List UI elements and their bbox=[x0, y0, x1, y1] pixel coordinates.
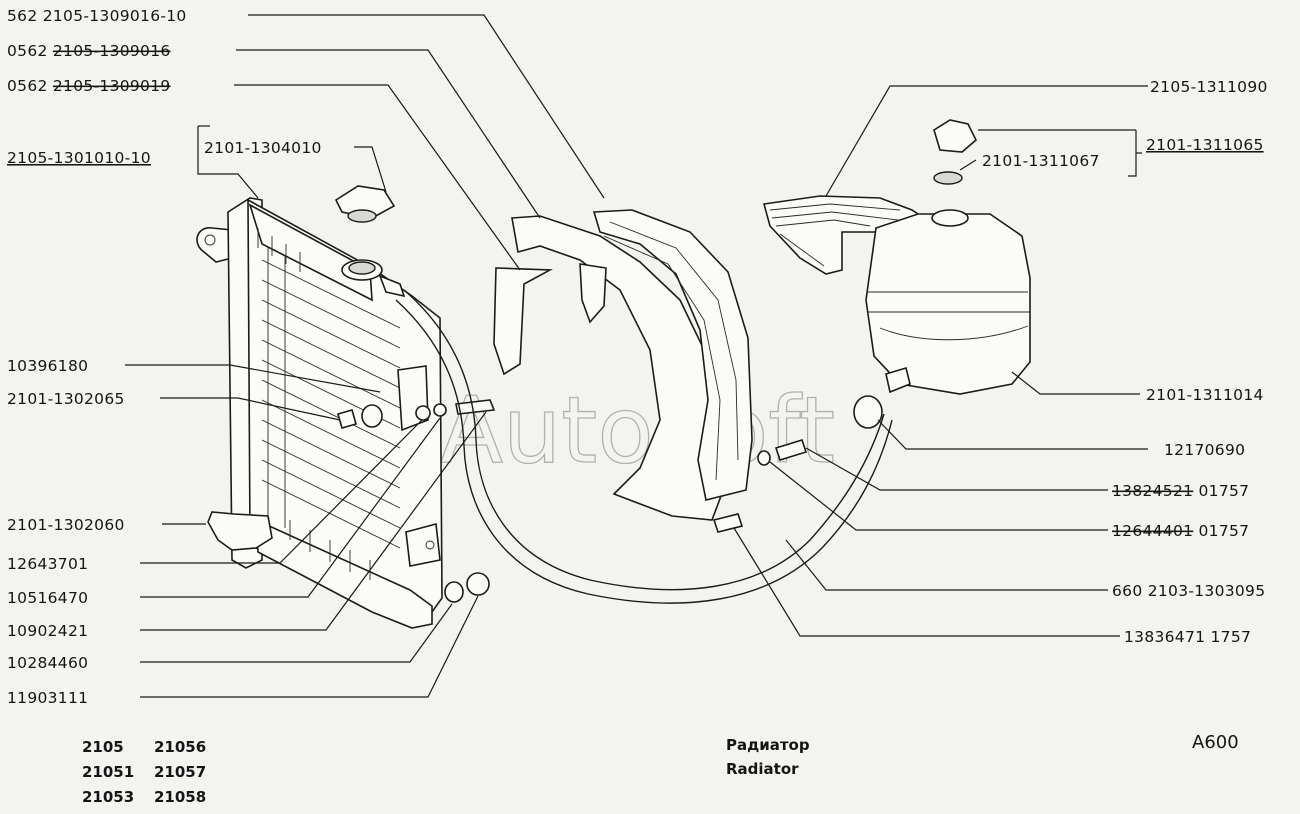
callout-0562-2105-1309016: 0562 2105-1309016 bbox=[7, 42, 171, 60]
callout-12644401-01757: 12644401 01757 bbox=[1112, 522, 1249, 540]
page-code: A600 bbox=[1192, 732, 1239, 753]
leader-lines bbox=[125, 14, 1148, 698]
callout-labels: 562 2105-1309016-10 0562 2105-1309016 05… bbox=[7, 7, 1268, 707]
model-code: 21056 bbox=[154, 738, 207, 756]
callout-11903111: 11903111 bbox=[7, 689, 88, 707]
callout-13824521-01757: 13824521 01757 bbox=[1112, 482, 1249, 500]
callout-filler-cap: 2101-1304010 bbox=[204, 139, 322, 157]
callout-code: 2105-1309016 bbox=[53, 42, 171, 60]
callout-tank-strap: 2105-1311090 bbox=[1150, 78, 1268, 96]
radiator-drawing bbox=[196, 197, 496, 629]
callout-10396180: 10396180 bbox=[7, 357, 88, 375]
callout-13836471-1757: 13836471 1757 bbox=[1124, 628, 1251, 646]
callout-code: 12644401 bbox=[1112, 522, 1193, 540]
callout-suffix: 01757 bbox=[1193, 522, 1249, 540]
callout-suffix: 01757 bbox=[1193, 482, 1249, 500]
callout-10516470: 10516470 bbox=[7, 589, 88, 607]
callout-2101-1302060: 2101-1302060 bbox=[7, 516, 125, 534]
callout-10902421: 10902421 bbox=[7, 622, 88, 640]
callout-code: 13824521 bbox=[1112, 482, 1193, 500]
callout-hose: 660 2103-1303095 bbox=[1112, 582, 1265, 600]
expansion-tank-drawing bbox=[865, 209, 1031, 395]
model-code: 21053 bbox=[82, 788, 135, 806]
callout-12643701: 12643701 bbox=[7, 555, 88, 573]
watermark: AutoSoft bbox=[440, 377, 835, 484]
model-code: 21058 bbox=[154, 788, 207, 806]
callout-code: 2105-1309019 bbox=[53, 77, 171, 95]
callout-radiator-assembly: 2105-1301010-10 bbox=[7, 149, 151, 167]
callout-0562-2105-1309019: 0562 2105-1309019 bbox=[7, 77, 171, 95]
callout-prefix: 0562 bbox=[7, 77, 53, 95]
model-code: 2105 bbox=[82, 738, 124, 756]
filler-cap-drawing bbox=[334, 185, 396, 223]
callout-tank-cap-gasket: 2101-1311067 bbox=[982, 152, 1100, 170]
radiator-core-fins bbox=[261, 240, 401, 549]
tank-strap-drawing bbox=[762, 195, 932, 275]
fan-shroud-drawing bbox=[493, 209, 753, 521]
callout-tank-cap-group: 2101-1311065 bbox=[1146, 136, 1264, 154]
callout-562-2105-1309016-10: 562 2105-1309016-10 bbox=[7, 7, 187, 25]
callout-expansion-tank: 2101-1311014 bbox=[1146, 386, 1264, 404]
callout-prefix: 0562 bbox=[7, 42, 53, 60]
fittings-drawing bbox=[712, 395, 883, 533]
title-russian: Радиатор bbox=[726, 736, 810, 754]
model-code: 21057 bbox=[154, 763, 207, 781]
callout-10284460: 10284460 bbox=[7, 654, 88, 672]
title-english: Radiator bbox=[726, 760, 799, 778]
model-code: 21051 bbox=[82, 763, 135, 781]
callout-12170690: 12170690 bbox=[1164, 441, 1245, 459]
callout-2101-1302065: 2101-1302065 bbox=[7, 390, 125, 408]
tank-cap-drawing bbox=[933, 119, 977, 185]
